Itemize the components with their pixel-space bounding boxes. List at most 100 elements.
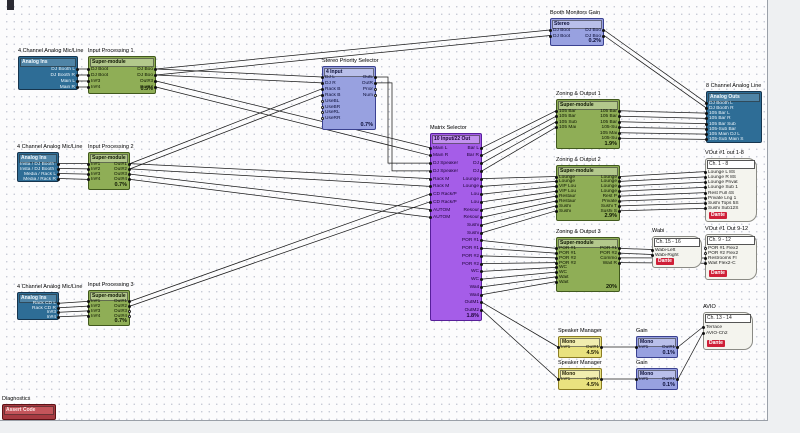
z3-output-pin-3[interactable] — [618, 261, 621, 265]
wire[interactable] — [376, 76, 430, 164]
mx-output-pin-0[interactable] — [480, 146, 483, 150]
wire[interactable] — [58, 173, 89, 175]
wire[interactable] — [481, 281, 557, 295]
v912-input-pin-0[interactable] — [704, 246, 707, 250]
mx-input-pin-6[interactable] — [429, 193, 432, 197]
wire[interactable] — [129, 173, 431, 210]
wire[interactable] — [619, 192, 706, 197]
wire[interactable] — [677, 326, 704, 348]
mx-output-pin-1[interactable] — [480, 154, 483, 158]
ains1-output-pin-0[interactable] — [76, 68, 79, 71]
mx-output-pin-15[interactable] — [480, 262, 483, 266]
wire[interactable] — [155, 80, 431, 149]
mx-input-pin-7[interactable] — [429, 200, 432, 204]
z1-output-pin-5[interactable] — [618, 137, 621, 141]
z1-input-pin-3[interactable] — [555, 126, 558, 130]
wire[interactable] — [129, 178, 431, 218]
mx-output-pin-10[interactable] — [480, 224, 483, 227]
sps-input-pin-4[interactable] — [321, 99, 324, 103]
wire[interactable] — [376, 82, 430, 172]
g2-output-pin-0[interactable] — [676, 378, 679, 381]
mx-output-pin-3[interactable] — [480, 169, 483, 173]
z2-output-pin-1[interactable] — [618, 180, 621, 184]
z3-input-pin-5[interactable] — [555, 271, 558, 275]
sm1-input-pin-0[interactable] — [557, 346, 560, 349]
ip2-input-pin-0[interactable] — [87, 162, 90, 166]
ip1-input-pin-3[interactable] — [87, 86, 90, 89]
mx-input-pin-1[interactable] — [429, 154, 432, 158]
ip2-input-pin-2[interactable] — [87, 173, 90, 177]
mx-input-pin-2[interactable] — [429, 162, 432, 166]
wire[interactable] — [481, 115, 557, 156]
mx-input-pin-0[interactable] — [429, 146, 432, 150]
ip1-input-pin-1[interactable] — [87, 74, 90, 77]
z3-input-pin-2[interactable] — [555, 256, 558, 260]
wire[interactable] — [619, 137, 707, 140]
mx-output-pin-4[interactable] — [480, 177, 483, 181]
wire[interactable] — [58, 301, 89, 304]
wire[interactable] — [481, 126, 557, 172]
z2-input-pin-2[interactable] — [555, 185, 558, 189]
wire[interactable] — [481, 121, 557, 164]
ip1-input-pin-0[interactable] — [87, 68, 90, 71]
z2-input-pin-0[interactable] — [555, 175, 558, 179]
wire[interactable] — [619, 132, 707, 135]
z3-input-pin-0[interactable] — [555, 247, 558, 251]
sm2-input-pin-0[interactable] — [557, 378, 560, 381]
wire[interactable] — [481, 185, 557, 195]
v912-input-pin-1[interactable] — [704, 251, 707, 255]
sps-input-pin-1[interactable] — [321, 81, 324, 85]
z1-output-pin-3[interactable] — [618, 126, 621, 130]
ip3-input-pin-3[interactable] — [87, 314, 90, 318]
z3-output-pin-0[interactable] — [618, 247, 621, 251]
mx-output-pin-13[interactable] — [480, 247, 483, 251]
wire[interactable] — [619, 207, 706, 212]
v18-input-pin-3[interactable] — [704, 186, 707, 190]
ains3-output-pin-3[interactable] — [57, 315, 60, 319]
bmg-input-pin-0[interactable] — [549, 29, 552, 32]
wire[interactable] — [129, 168, 431, 187]
sps-input-pin-0[interactable] — [321, 76, 324, 79]
sps-input-pin-2[interactable] — [321, 87, 324, 91]
wire[interactable] — [481, 309, 559, 380]
ip1-output-pin-2[interactable] — [154, 80, 157, 83]
aouts-input-pin-3[interactable] — [705, 117, 708, 121]
wire[interactable] — [619, 186, 706, 192]
wire[interactable] — [481, 200, 557, 218]
wire[interactable] — [603, 29, 707, 103]
ip2-input-pin-1[interactable] — [87, 167, 90, 171]
v18-input-pin-4[interactable] — [704, 191, 707, 195]
ains2-output-pin-0[interactable] — [57, 162, 60, 166]
v18-input-pin-6[interactable] — [704, 202, 707, 206]
z1-output-pin-2[interactable] — [618, 120, 621, 124]
z1-input-pin-1[interactable] — [555, 115, 558, 119]
v18-input-pin-2[interactable] — [704, 181, 707, 185]
g1-input-pin-0[interactable] — [635, 346, 638, 349]
wire[interactable] — [619, 252, 653, 255]
sps-input-pin-5[interactable] — [321, 105, 324, 109]
aouts-input-pin-0[interactable] — [705, 101, 708, 105]
wire[interactable] — [481, 262, 557, 265]
z2-output-pin-3[interactable] — [618, 190, 621, 194]
mx-output-pin-21[interactable] — [480, 309, 483, 313]
wire[interactable] — [481, 110, 557, 149]
z3-input-pin-7[interactable] — [555, 280, 558, 284]
aouts-input-pin-7[interactable] — [705, 138, 708, 142]
mx-output-pin-17[interactable] — [480, 278, 483, 282]
mx-input-pin-4[interactable] — [429, 177, 432, 181]
ains1-output-pin-1[interactable] — [76, 74, 79, 77]
ip3-input-pin-2[interactable] — [87, 309, 90, 313]
wire[interactable] — [619, 115, 707, 119]
bmg-output-pin-0[interactable] — [602, 29, 605, 32]
v912-input-pin-3[interactable] — [704, 262, 707, 266]
z2-output-pin-7[interactable] — [618, 209, 621, 213]
